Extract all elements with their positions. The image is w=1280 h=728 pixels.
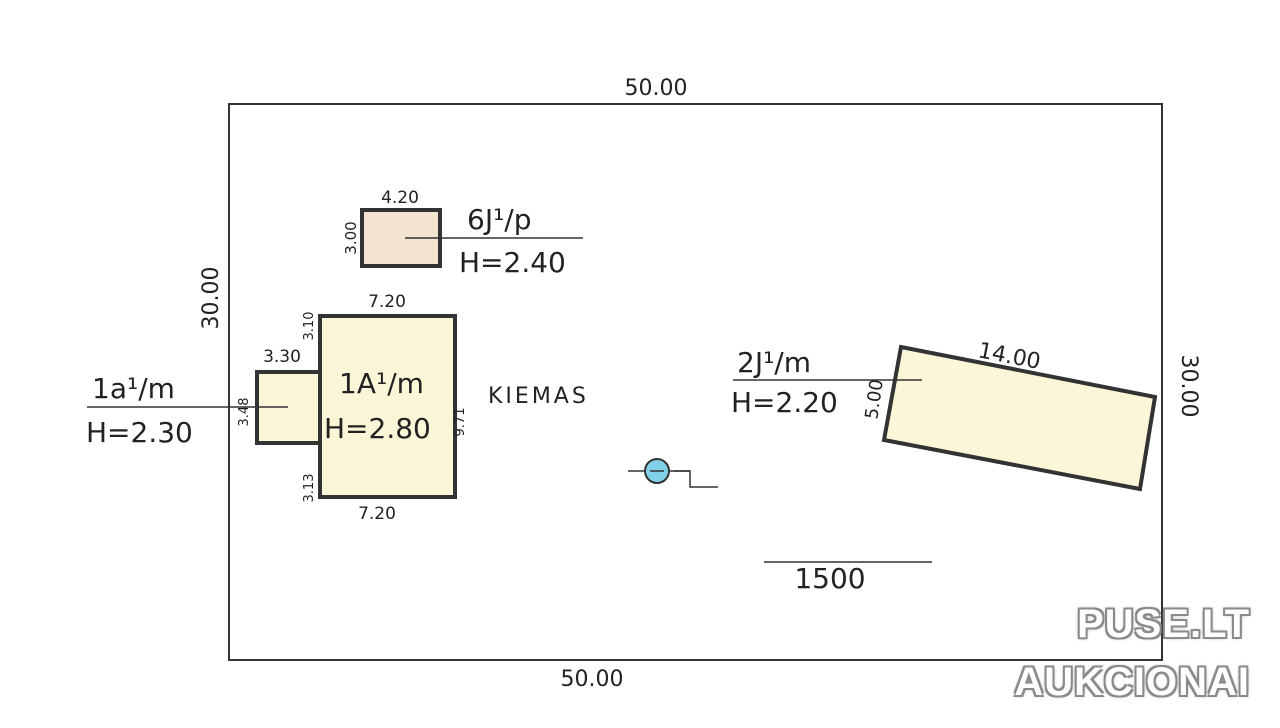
building-1a — [318, 314, 457, 499]
plot-right-dimension: 30.00 — [1176, 355, 1201, 418]
yard-label: KIEMAS — [488, 384, 589, 409]
building-6j-width-dimension: 4.20 — [381, 188, 419, 208]
building-6j-height-dimension: 3.00 — [342, 221, 360, 254]
building-1a-left-bottom-dimension: 3.13 — [302, 474, 317, 503]
well-pipe-line — [674, 470, 718, 488]
scale-label: 1500 — [794, 562, 865, 595]
building-1a-code: 1A¹/m — [339, 367, 424, 400]
building-2j — [881, 344, 1158, 492]
plot-bottom-dimension: 50.00 — [561, 667, 624, 692]
building-1a-extension-height-dimension: 3.48 — [237, 398, 252, 427]
building-1a-right-dimension: 9.71 — [453, 408, 468, 437]
plot-left-dimension: 30.00 — [199, 267, 224, 330]
building-6j-height-label: H=2.40 — [459, 246, 566, 279]
building-1a-bottom-dimension: 7.20 — [358, 504, 396, 524]
building-2j-height-label: H=2.20 — [731, 386, 838, 419]
building-2j-code: 2J¹/m — [737, 346, 811, 379]
building-6j-code: 6J¹/p — [467, 203, 532, 236]
plot-boundary — [228, 103, 1163, 661]
building-2j-width-dimension: 5.00 — [861, 378, 887, 421]
plot-top-dimension: 50.00 — [625, 76, 688, 101]
building-1a-top-dimension: 7.20 — [368, 292, 406, 312]
building-1a-extension-width-dimension: 3.30 — [263, 347, 301, 367]
building-1a-extension-code: 1a¹/m — [92, 372, 175, 405]
building-1a-extension-height-label: H=2.30 — [86, 416, 193, 449]
watermark-line-2: AUKCIONAI — [1014, 660, 1250, 704]
building-1a-left-top-dimension: 3.10 — [302, 312, 317, 341]
building-1a-height-label: H=2.80 — [324, 412, 431, 445]
watermark-line-1: PUSE.LT — [1077, 602, 1250, 646]
